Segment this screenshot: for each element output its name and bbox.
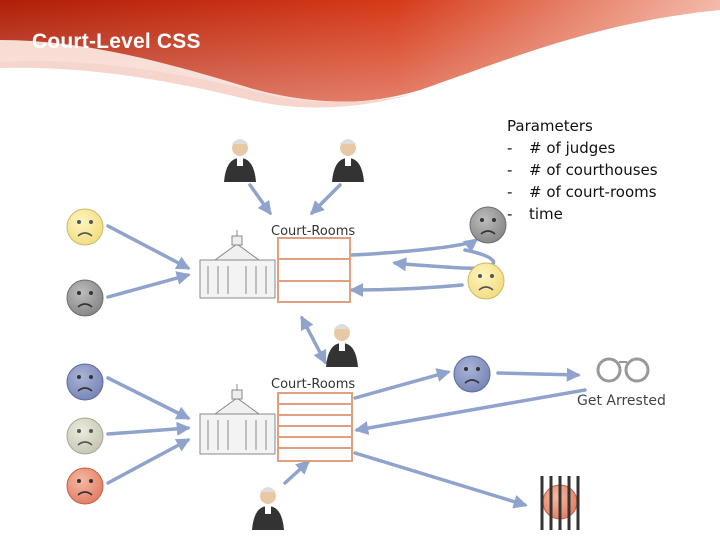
arrow-lightgray-to-court xyxy=(106,421,191,436)
arrow-red-to-court xyxy=(106,438,191,485)
header-band xyxy=(0,0,720,108)
arrow-to-jail xyxy=(353,451,528,509)
parameter-item: # of courthouses xyxy=(507,159,658,181)
light-gray-face-icon xyxy=(66,417,104,455)
gray-face-icon xyxy=(66,279,104,317)
blue-face-icon xyxy=(66,363,104,401)
get-arrested-label: Get Arrested xyxy=(577,393,666,409)
judge-icon xyxy=(252,487,284,530)
blue-face-icon xyxy=(453,355,491,393)
jail-icon xyxy=(540,476,580,530)
parameter-item: time xyxy=(507,203,658,225)
yellow-face-icon xyxy=(66,208,104,246)
arrow-court-to-gray xyxy=(350,238,479,257)
judge-icon xyxy=(332,139,364,182)
courtrooms-top-label: Court-Rooms xyxy=(271,224,356,239)
arrow-judge1-to-court xyxy=(248,183,272,216)
arrow-yellow-to-court xyxy=(106,224,191,270)
arrow-loop-back xyxy=(392,248,496,272)
arrow-court-to-blue xyxy=(353,368,451,400)
slide-title: Court-Level CSS xyxy=(32,30,201,53)
gray-face-icon xyxy=(469,206,507,244)
arrow-judge2-to-court xyxy=(310,183,342,215)
courtrooms-top xyxy=(277,237,351,303)
red-face-icon xyxy=(66,467,104,505)
courtrooms-bottom xyxy=(277,392,353,462)
judge-icon xyxy=(326,324,358,367)
yellow-face-icon xyxy=(467,262,505,300)
arrow-gray-to-court xyxy=(106,271,191,299)
arrow-yellow-back xyxy=(349,282,464,297)
handcuffs-icon xyxy=(596,357,650,383)
arrow-blue-to-court xyxy=(106,376,191,420)
parameters-box: Parameters # of judges # of courthouses … xyxy=(507,115,658,225)
parameter-item: # of court-rooms xyxy=(507,181,658,203)
parameters-heading: Parameters xyxy=(507,117,593,135)
arrow-arrested-to-court xyxy=(354,388,587,435)
arrow-blue-to-arrested xyxy=(496,367,581,382)
parameters-list: # of judges # of courthouses # of court-… xyxy=(507,137,658,225)
courthouse-bottom-icon xyxy=(199,384,276,455)
arrow-judge-mid xyxy=(300,315,327,365)
courtrooms-bottom-label: Court-Rooms xyxy=(271,377,356,392)
arrow-judge-bottom xyxy=(283,460,311,485)
judge-icon xyxy=(224,139,256,182)
parameter-item: # of judges xyxy=(507,137,658,159)
courthouse-top-icon xyxy=(199,230,276,299)
